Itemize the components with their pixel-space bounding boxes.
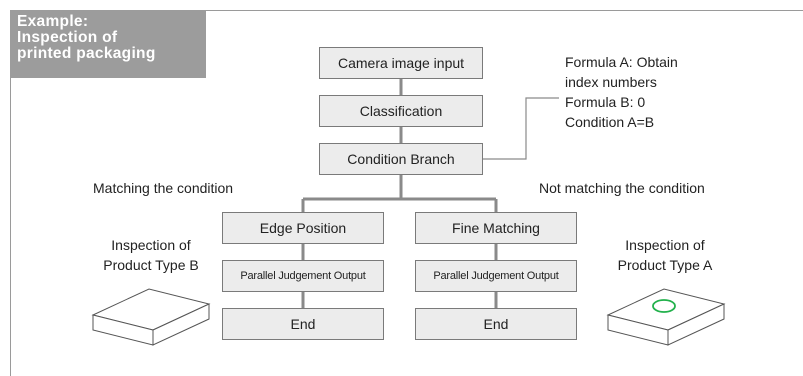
edge-position-box: Edge Position (222, 212, 384, 244)
parallel-judgement-output-left-box: Parallel Judgement Output (222, 260, 384, 292)
example-tag-line3: printed packaging (17, 45, 156, 62)
not-matching-condition-label: Not matching the condition (539, 180, 705, 196)
camera-image-input-box: Camera image input (319, 47, 483, 79)
formula-note-line2: index numbers (565, 74, 657, 90)
example-tag-line1: Example: (17, 13, 89, 30)
formula-note-line1: Formula A: Obtain (565, 54, 678, 70)
example-tag: Example: Inspection of printed packaging (10, 10, 206, 78)
product-type-a-line2: Product Type A (617, 257, 713, 273)
example-tag-line2: Inspection of (17, 29, 118, 46)
product-type-b-line2: Product Type B (103, 257, 199, 273)
formula-note-line4: Condition A=B (565, 114, 655, 130)
product-type-a-line1: Inspection of (625, 237, 705, 253)
classification-box: Classification (319, 95, 483, 127)
product-a-box-illustration (606, 288, 726, 346)
product-type-a-label: Inspection of Product Type A (599, 235, 731, 275)
formula-note: Formula A: Obtain index numbers Formula … (565, 52, 678, 132)
end-left-box: End (222, 308, 384, 340)
end-right-box: End (415, 308, 577, 340)
formula-note-line3: Formula B: 0 (565, 94, 646, 110)
formula-callout-line (482, 97, 559, 160)
matching-condition-label: Matching the condition (93, 180, 234, 196)
product-type-b-label: Inspection of Product Type B (85, 235, 217, 275)
fine-matching-box: Fine Matching (415, 212, 577, 244)
product-b-box-illustration (91, 288, 211, 346)
product-type-b-line1: Inspection of (111, 237, 191, 253)
condition-branch-box: Condition Branch (319, 143, 483, 175)
green-mark-icon (652, 299, 676, 313)
parallel-judgement-output-right-box: Parallel Judgement Output (415, 260, 577, 292)
